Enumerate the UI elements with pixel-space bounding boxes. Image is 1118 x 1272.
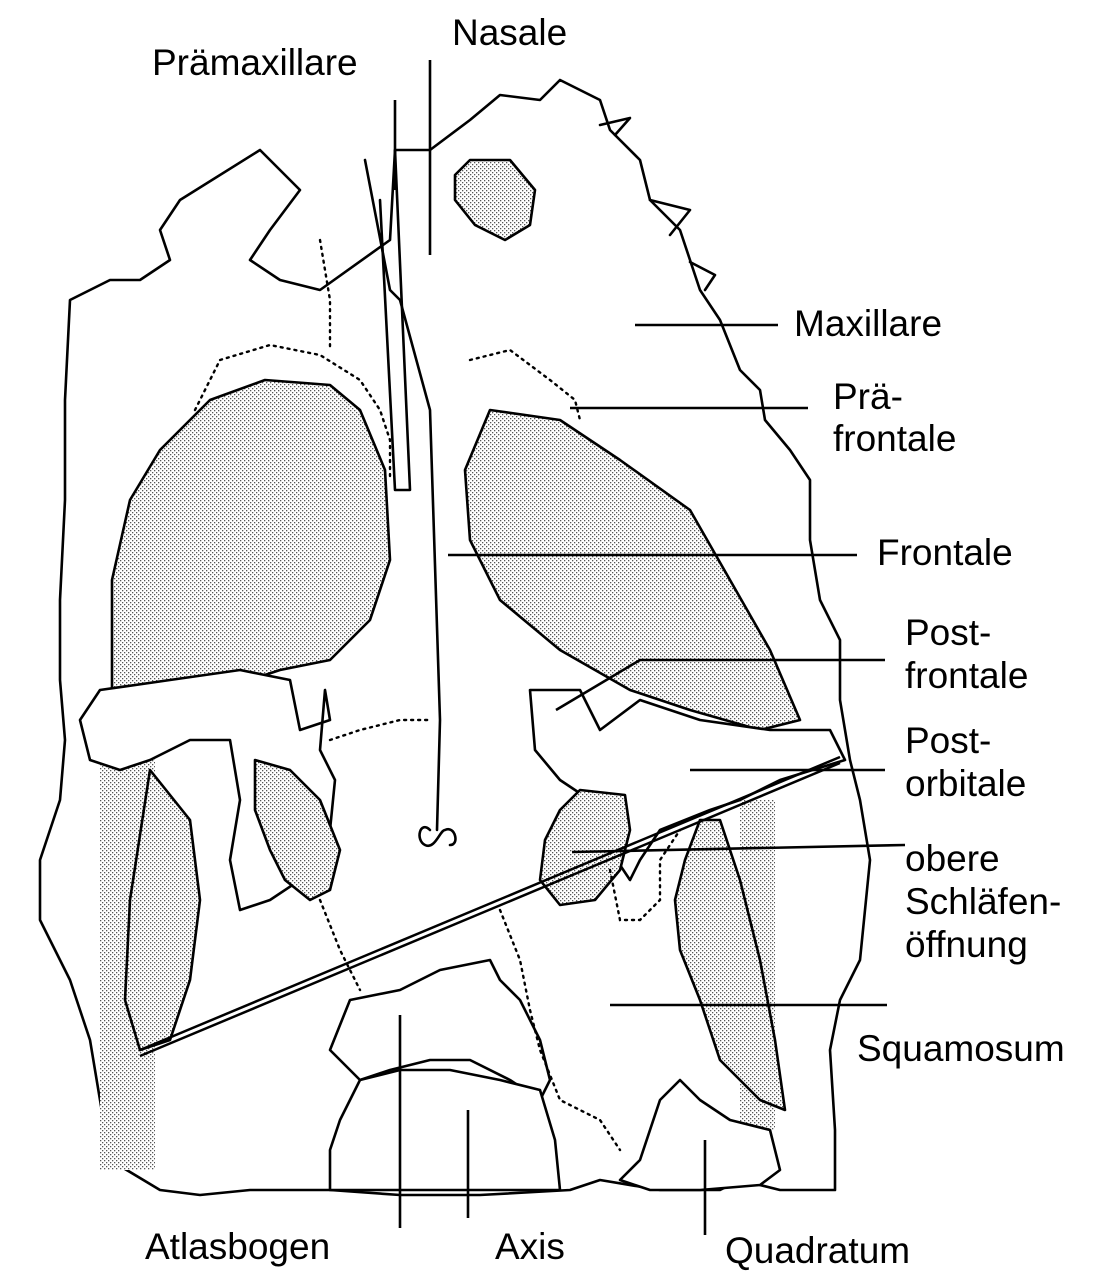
label-schlaefen-1: obere (905, 838, 1000, 880)
label-maxillare: Maxillare (794, 303, 942, 345)
label-postorbitale-2: orbitale (905, 763, 1026, 805)
label-atlasbogen: Atlasbogen (145, 1226, 330, 1268)
label-praefrontale-2: frontale (833, 418, 956, 460)
label-postorbitale-1: Post- (905, 720, 991, 762)
label-praefrontale-1: Prä- (833, 376, 903, 418)
label-frontale: Frontale (877, 532, 1013, 574)
label-schlaefen-3: öffnung (905, 924, 1028, 966)
label-nasale: Nasale (452, 12, 567, 54)
label-postfrontale-1: Post- (905, 612, 991, 654)
label-schlaefen-2: Schläfen- (905, 881, 1061, 923)
label-axis: Axis (495, 1226, 565, 1268)
label-praemaxillare: Prämaxillare (152, 42, 358, 84)
label-squamosum: Squamosum (857, 1028, 1065, 1070)
label-postfrontale-2: frontale (905, 655, 1028, 697)
axis-bone (330, 1070, 560, 1190)
label-quadratum: Quadratum (725, 1230, 910, 1272)
